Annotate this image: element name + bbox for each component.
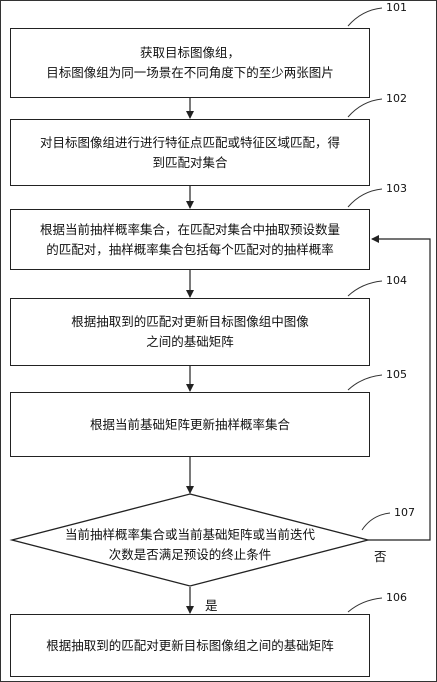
ref-104: 104 xyxy=(386,274,407,287)
step-104-line-1: 根据抽取到的匹配对更新目标图像组中图像 xyxy=(71,314,309,329)
step-107-line-2: 次数是否满足预设的终止条件 xyxy=(108,547,272,562)
step-101-box: 获取目标图像组， 目标图像组为同一场景在不同角度下的至少两张图片 xyxy=(10,28,370,98)
leader-103 xyxy=(347,188,383,208)
step-104-box: 根据抽取到的匹配对更新目标图像组中图像 之间的基础矩阵 xyxy=(10,298,370,366)
leader-101 xyxy=(347,7,383,27)
no-feedback-line xyxy=(368,235,431,541)
decision-diamond xyxy=(9,493,371,587)
step-102-line-1: 对目标图像组进行进行特征点匹配或特征区域匹配，得 xyxy=(39,134,340,150)
step-102-box: 对目标图像组进行进行特征点匹配或特征区域匹配，得 到匹配对集合 xyxy=(10,119,370,186)
leader-106 xyxy=(347,597,383,613)
step-103-line-1: 根据当前抽样概率集合，在匹配对集合中抽取预设数量 xyxy=(39,221,340,237)
step-103-line-2: 的匹配对，抽样概率集合包括每个匹配对的抽样概率 xyxy=(46,241,334,257)
step-107-line-1: 当前抽样概率集合或当前基础矩阵或当前迭代 xyxy=(64,527,315,542)
leader-102 xyxy=(347,98,383,118)
step-105-line-1: 根据当前基础矩阵更新抽样概率集合 xyxy=(89,416,290,432)
branch-yes-label: 是 xyxy=(205,598,218,613)
step-106-box: 根据抽取到的匹配对更新目标图像组之间的基础矩阵 xyxy=(10,614,370,677)
step-104-line-2: 之间的基础矩阵 xyxy=(146,334,234,349)
step-101-line-2: 目标图像组为同一场景在不同角度下的至少两张图片 xyxy=(46,65,334,80)
ref-106: 106 xyxy=(386,591,407,604)
leader-107 xyxy=(361,512,391,531)
leader-104 xyxy=(347,280,383,297)
ref-101: 101 xyxy=(386,1,407,14)
ref-103: 103 xyxy=(386,182,407,195)
ref-107: 107 xyxy=(394,506,415,519)
step-103-box: 根据当前抽样概率集合，在匹配对集合中抽取预设数量 的匹配对，抽样概率集合包括每个… xyxy=(10,209,370,270)
leader-105 xyxy=(347,374,383,391)
branch-no-label: 否 xyxy=(374,549,387,564)
ref-102: 102 xyxy=(386,92,407,105)
step-106-line-1: 根据抽取到的匹配对更新目标图像组之间的基础矩阵 xyxy=(46,637,334,653)
step-105-box: 根据当前基础矩阵更新抽样概率集合 xyxy=(10,392,370,457)
step-102-line-2: 到匹配对集合 xyxy=(152,154,228,170)
ref-105: 105 xyxy=(386,368,407,381)
step-101-line-1: 获取目标图像组， xyxy=(139,45,240,60)
step-107-text: 当前抽样概率集合或当前基础矩阵或当前迭代 次数是否满足预设的终止条件 xyxy=(20,525,360,565)
